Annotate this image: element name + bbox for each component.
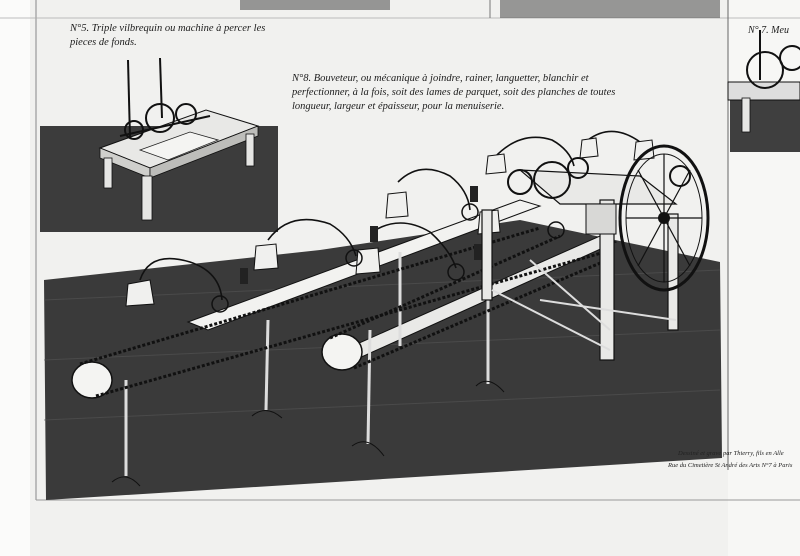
fig8-ground-shading xyxy=(44,220,722,500)
engraver-credit-line-2: Rue du Cimetière St André des Arts N°7 à… xyxy=(668,462,793,469)
fig5-caption: N°5. Triple vilbrequin ou machine à perc… xyxy=(70,23,266,49)
fig7-caption: N° 7. Meu xyxy=(748,25,789,36)
engraver-credit-line-1: Dessiné et gravé par Thierry, fils en Al… xyxy=(678,450,784,457)
fig8-caption: N°8. Bouveteur, ou mécanique à joindre, … xyxy=(292,73,616,113)
